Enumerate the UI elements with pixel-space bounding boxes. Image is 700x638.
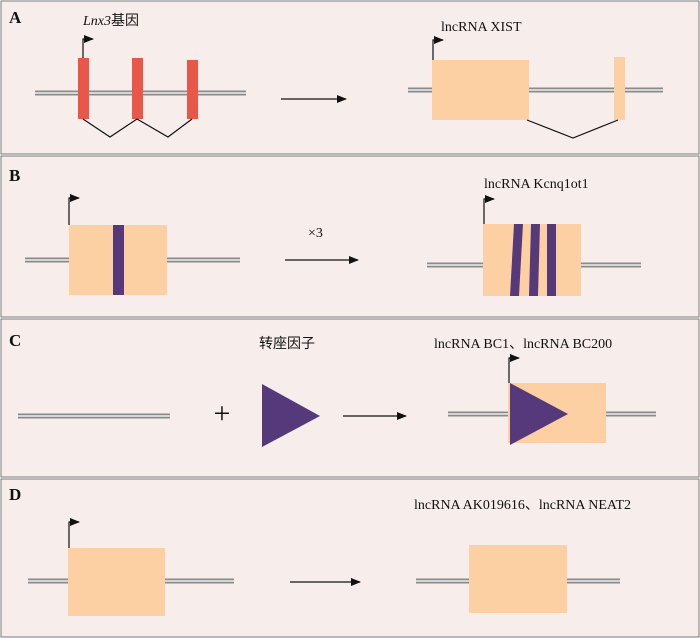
panel-d: D lncRNA AK019616、lncRNA NEAT2 bbox=[0, 478, 700, 638]
panel-d-letter: D bbox=[9, 485, 21, 504]
inserted-transposon-triangle bbox=[510, 383, 568, 445]
transposon-label: 转座因子 bbox=[259, 336, 315, 352]
gene-body-d-left bbox=[68, 548, 165, 616]
exon-2 bbox=[132, 58, 143, 119]
single-repeat-gene bbox=[25, 194, 240, 295]
kcnq1ot1-gene: lncRNA Kcnq1ot1 bbox=[427, 177, 641, 296]
bc-gene: lncRNA BC1、lncRNA BC200 bbox=[434, 337, 656, 445]
transcription-start-arrow-b-right bbox=[483, 195, 495, 224]
neat2-gene: lncRNA AK019616、lncRNA NEAT2 bbox=[414, 498, 631, 613]
plus-sign: + bbox=[214, 397, 231, 430]
xist-exon-large bbox=[432, 60, 529, 120]
xist-gene: lncRNA XIST bbox=[408, 20, 663, 139]
protein-coding-gene bbox=[28, 518, 234, 616]
repeat-element-1 bbox=[510, 224, 523, 296]
xist-splice-junction bbox=[526, 119, 619, 139]
transcription-start-arrow-a-right bbox=[432, 36, 444, 60]
panel-a: A Lnx3基因 lncRNA XIST bbox=[0, 0, 700, 155]
panel-c: C + 转座因子 lncRNA BC1、lncRNA BC200 bbox=[0, 318, 700, 478]
repeat-element bbox=[113, 225, 124, 295]
splice-junction-1 bbox=[82, 118, 138, 138]
exon-1 bbox=[78, 58, 89, 119]
transcription-start-arrow-d bbox=[68, 518, 80, 548]
repeat-element-2 bbox=[529, 224, 540, 296]
xist-exon-small bbox=[614, 57, 625, 120]
transcription-start-arrow-a-left bbox=[82, 35, 94, 58]
multiplier-label: ×3 bbox=[308, 226, 323, 241]
repeat-element-3 bbox=[547, 224, 556, 296]
panel-c-letter: C bbox=[9, 331, 21, 350]
panel-a-letter: A bbox=[9, 8, 22, 27]
splice-junction-2 bbox=[136, 118, 193, 138]
transcription-start-arrow-b-left bbox=[68, 194, 80, 225]
lnx3-gene-label: Lnx3基因 bbox=[82, 12, 139, 29]
neat2-label: lncRNA AK019616、lncRNA NEAT2 bbox=[414, 498, 631, 513]
gene-suffix: 基因 bbox=[111, 12, 139, 29]
lnx3-gene: Lnx3基因 bbox=[35, 12, 246, 138]
panel-a-background bbox=[0, 0, 700, 155]
exon-3 bbox=[187, 60, 198, 119]
xist-label: lncRNA XIST bbox=[441, 20, 522, 35]
gene-body-d-right bbox=[469, 545, 567, 613]
gene-name-italic: Lnx3 bbox=[82, 14, 111, 29]
panel-b-letter: B bbox=[9, 166, 20, 185]
transposon-triangle bbox=[262, 384, 320, 447]
bc-label: lncRNA BC1、lncRNA BC200 bbox=[434, 337, 612, 352]
panel-b: B ×3 lncRNA Kcnq1ot1 bbox=[0, 155, 700, 318]
transcription-start-arrow-c bbox=[508, 354, 520, 383]
kcnq1ot1-label: lncRNA Kcnq1ot1 bbox=[484, 177, 589, 192]
